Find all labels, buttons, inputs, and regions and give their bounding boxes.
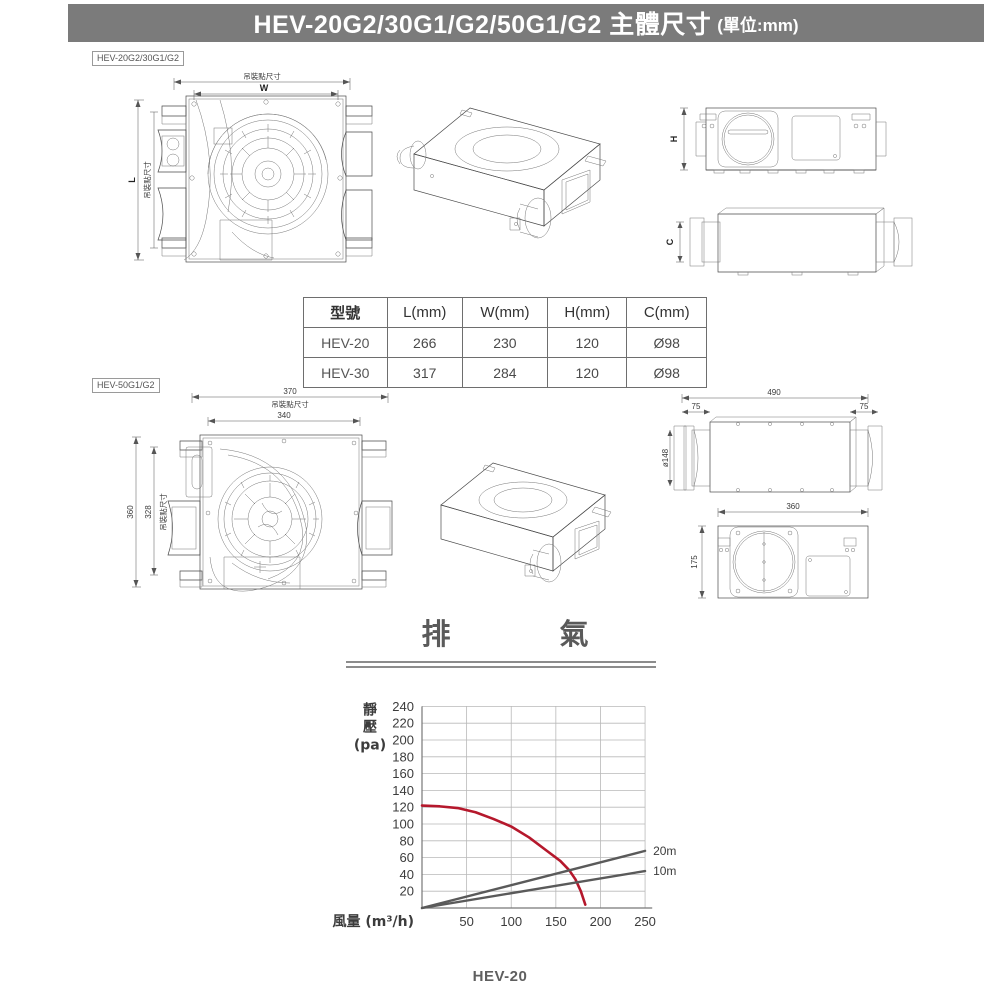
chart-series-label: 20m (653, 844, 676, 858)
cell-c: Ø98 (626, 357, 707, 388)
th-c: C(mm) (626, 297, 707, 328)
y-axis-title-line1: 靜 (363, 701, 377, 718)
dim-490: 490 (767, 388, 781, 397)
dim-148: ø148 (661, 448, 670, 467)
cell-model: HEV-30 (303, 357, 388, 388)
y-tick-label: 220 (392, 716, 414, 731)
y-tick-label: 180 (392, 749, 414, 764)
drawing-hev20-plan-view: 吊裝點尺寸 W L 吊裝點尺寸 (127, 70, 396, 290)
dim-75-left: 75 (692, 402, 701, 411)
drawing-hev50-plan-view: 370 吊裝點尺寸 340 360 328 吊裝點尺寸 (124, 385, 399, 600)
y-axis-title-unit: (pa) (354, 737, 386, 753)
x-tick-label: 200 (590, 914, 612, 929)
exhaust-heading: 排 氣 (340, 618, 670, 652)
th-model: 型號 (303, 297, 388, 328)
y-tick-label: 80 (400, 833, 414, 848)
y-axis-title-line2: 壓 (363, 718, 377, 735)
y-tick-label: 160 (392, 766, 414, 781)
th-w: W(mm) (461, 297, 548, 328)
cell-h: 120 (546, 327, 628, 358)
dim-mount-top-hev50: 吊裝點尺寸 (271, 399, 309, 409)
exhaust-heading-text: 排 氣 (421, 619, 629, 651)
dim-l-hev20: L (127, 177, 137, 183)
dim-328: 328 (144, 505, 153, 519)
dim-mount-left-hev20: 吊裝點尺寸 (142, 161, 152, 199)
page-title: HEV-20G2/30G1/G2/50G1/G2 主體尺寸 (253, 11, 712, 39)
heading-rule (346, 661, 656, 668)
cell-l: 266 (386, 327, 463, 358)
page-title-banner: HEV-20G2/30G1/G2/50G1/G2 主體尺寸 (單位:mm) (68, 4, 984, 42)
dim-w-hev20: W (260, 83, 269, 93)
rule-line-bottom (346, 666, 656, 668)
chart-series-label: 10m (653, 864, 676, 878)
y-tick-label: 140 (392, 783, 414, 798)
cell-w: 284 (461, 357, 548, 388)
cell-l: 317 (386, 357, 463, 388)
drawing-hev20-side-view: C (665, 200, 988, 290)
section-tag-hev20-30: HEV-20G2/30G1/G2 (92, 51, 185, 66)
y-tick-label: 40 (400, 867, 414, 882)
drawing-hev50-side-view: 490 75 75 ø148 (661, 386, 992, 494)
chart-model-caption: HEV-20 (472, 968, 528, 985)
dim-340: 340 (277, 411, 291, 420)
th-l: L(mm) (386, 297, 463, 328)
y-tick-label: 240 (392, 699, 414, 714)
chart-series-20m (420, 849, 647, 910)
th-h: H(mm) (546, 297, 628, 328)
drawing-hev50-front-view: 360 175 (684, 498, 994, 603)
cell-c: Ø98 (626, 327, 707, 358)
chart-series-10m (420, 869, 647, 910)
rule-line-top (346, 661, 656, 663)
drawing-hev50-isometric (425, 455, 640, 600)
x-tick-label: 250 (634, 914, 656, 929)
y-tick-label: 60 (400, 850, 414, 865)
chart-series-hev-20 (420, 804, 587, 906)
spec-table: 型號 L(mm) W(mm) H(mm) C(mm) HEV-20 266 23… (303, 297, 707, 388)
cell-model: HEV-20 (303, 327, 388, 358)
dim-370: 370 (283, 387, 297, 396)
x-axis-title: 風量 (m³/h) (333, 914, 414, 930)
dim-c-hev20: C (665, 238, 675, 245)
cell-w: 230 (461, 327, 548, 358)
y-tick-label: 20 (400, 884, 414, 899)
dim-175: 175 (690, 555, 699, 569)
dim-mount-top-hev20: 吊裝點尺寸 (243, 71, 281, 81)
dim-h-hev20: H (669, 136, 679, 143)
dim-360-h: 360 (786, 502, 800, 511)
table-row: HEV-20 266 230 120 Ø98 (303, 327, 707, 358)
drawing-hev20-isometric (392, 98, 642, 260)
x-tick-label: 150 (545, 914, 567, 929)
x-tick-label: 50 (459, 914, 473, 929)
dim-360-v: 360 (126, 505, 135, 519)
drawing-hev20-front-view: H (668, 96, 988, 192)
page-title-unit: (單位:mm) (717, 15, 799, 35)
section-tag-hev50: HEV-50G1/G2 (92, 378, 160, 393)
dim-75-right: 75 (860, 402, 869, 411)
x-tick-label: 100 (500, 914, 522, 929)
y-tick-label: 120 (392, 800, 414, 815)
table-header-row: 型號 L(mm) W(mm) H(mm) C(mm) (303, 297, 707, 328)
y-tick-label: 200 (392, 733, 414, 748)
table-row: HEV-30 317 284 120 Ø98 (303, 357, 707, 388)
dim-mount-left-hev50: 吊裝點尺寸 (158, 493, 168, 531)
cell-h: 120 (546, 357, 628, 388)
y-tick-label: 100 (392, 817, 414, 832)
